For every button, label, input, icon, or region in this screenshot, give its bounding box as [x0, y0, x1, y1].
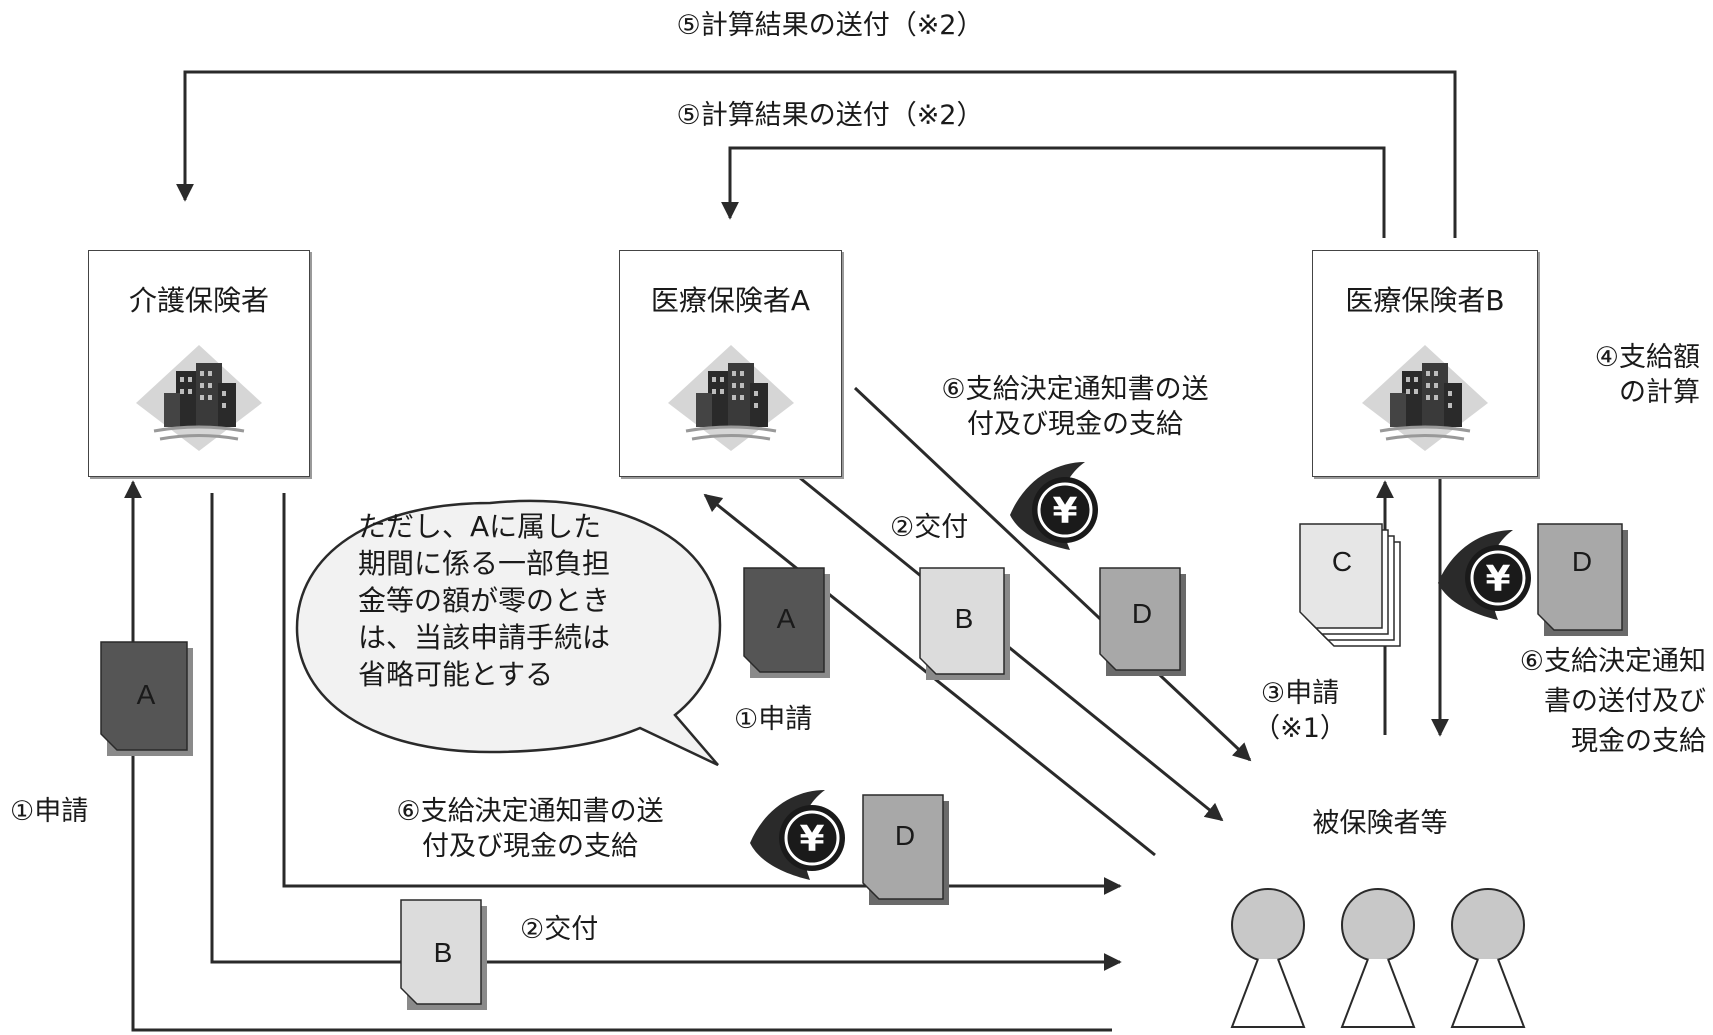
label-apply-A: ①申請: [734, 704, 813, 735]
arrow-send-result-to-A: [721, 146, 1386, 238]
doc-A-iryoA: A: [743, 567, 830, 678]
building-icon: [136, 345, 262, 451]
arrow-send-result-to-kaigo: [176, 70, 1457, 238]
doc-C-stack: C: [1299, 523, 1401, 647]
svg-text:¥: ¥: [1052, 491, 1077, 532]
svg-text:B: B: [434, 937, 453, 968]
label-apply-kaigo: ①申請: [10, 796, 89, 827]
doc-D-iryoA: D: [1099, 567, 1186, 676]
svg-text:D: D: [895, 820, 915, 851]
label-issue-kaigo: ②交付: [520, 914, 599, 945]
entity-iryoA: 医療保険者A: [619, 250, 842, 477]
arrow-issue-A: [799, 476, 1224, 822]
building-icon: [1362, 345, 1488, 451]
entity-iryoB-name: 医療保険者B: [1345, 284, 1505, 317]
arrow-issue-kaigo: [210, 493, 1122, 971]
label-send-result-inner: ⑤計算結果の送付（※2）: [676, 100, 984, 131]
svg-text:A: A: [777, 603, 796, 634]
label-issue-A: ②交付: [890, 512, 969, 543]
svg-text:C: C: [1332, 546, 1352, 577]
arrow-notice-kaigo: [282, 493, 1122, 895]
label-insured: 被保険者等: [1312, 808, 1448, 839]
doc-D-iryoB: D: [1537, 523, 1628, 636]
label-notice-B: ⑥支給決定通知 書の送付及び 現金の支給: [1519, 646, 1706, 757]
entity-kaigo-name: 介護保険者: [128, 284, 269, 317]
speech-bubble: [295, 499, 722, 767]
speech-bubble-text: ただし、Aに属した 期間に係る一部負担 金等の額が零のとき は、当該申請手続は …: [358, 510, 611, 691]
svg-text:B: B: [955, 603, 974, 634]
doc-B-kaigo: B: [400, 899, 487, 1010]
entity-kaigo: 介護保険者: [88, 250, 310, 477]
yen-coin-iryoB: ¥: [1438, 530, 1531, 620]
svg-text:¥: ¥: [1485, 559, 1510, 600]
svg-text:D: D: [1132, 598, 1152, 629]
yen-coin-iryoA: ¥: [1010, 462, 1098, 550]
doc-D-kaigo: D: [862, 794, 949, 905]
yen-coin-kaigo: ¥: [750, 790, 845, 880]
svg-text:¥: ¥: [799, 819, 824, 860]
entity-iryoB: 医療保険者B: [1312, 250, 1538, 477]
doc-B-iryoA: B: [919, 567, 1010, 680]
person-3: [1450, 888, 1526, 1028]
entity-iryoA-name: 医療保険者A: [650, 284, 811, 317]
doc-A-kaigo: A: [100, 641, 193, 756]
label-calc-B: ④支給額 の計算: [1594, 342, 1700, 408]
label-notice-kaigo: ⑥支給決定通知書の送 付及び現金の支給: [396, 796, 664, 862]
label-send-result-outer: ⑤計算結果の送付（※2）: [676, 10, 984, 41]
person-1: [1230, 888, 1306, 1028]
label-apply-B: ③申請 （※1）: [1253, 678, 1347, 744]
person-2: [1340, 888, 1416, 1028]
building-icon: [667, 345, 794, 451]
svg-text:A: A: [137, 679, 156, 710]
svg-text:D: D: [1572, 546, 1592, 577]
label-notice-A: ⑥支給決定通知書の送 付及び現金の支給: [941, 374, 1209, 440]
arrow-notice-A: [853, 386, 1252, 762]
